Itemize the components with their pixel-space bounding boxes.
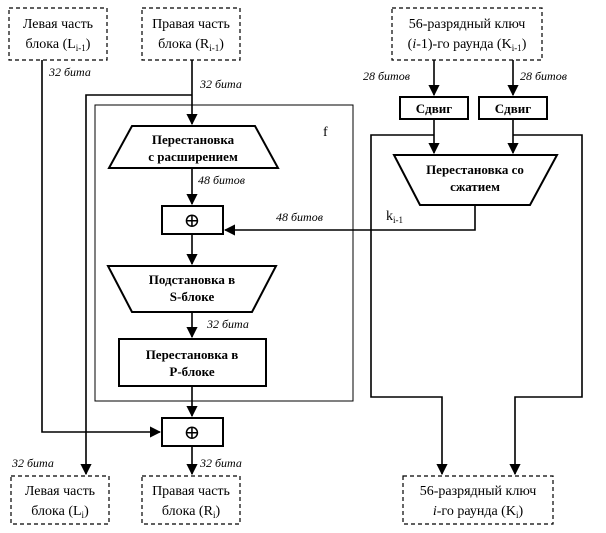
input-left-block: Левая часть блока (Li-1): [8, 7, 108, 61]
bits-right-in: 32 бита: [199, 77, 242, 91]
shift-left-label: Сдвиг: [416, 101, 452, 116]
arrow-right-to-left-output: [80, 94, 192, 476]
xor-output-block: ⊕: [161, 417, 224, 447]
expansion-line1: Перестановка: [152, 132, 235, 147]
function-f-label: f: [323, 125, 328, 140]
input-right-line2: блока (Ri-1): [158, 37, 224, 53]
expansion-permutation-block: Перестановка с расширением: [107, 125, 280, 169]
arrow-shift-right-to-key-output: [509, 134, 583, 476]
output-key-line1: 56-разрядный ключ: [420, 484, 537, 499]
input-right-line1: Правая часть: [152, 17, 230, 32]
input-right-block: Правая часть блока (Ri-1): [141, 7, 241, 61]
pbox-line1: Перестановка в: [146, 347, 239, 362]
pbox-line2: P-блоке: [169, 364, 214, 379]
sbox-line1: Подстановка в: [149, 272, 235, 287]
output-left-block: Левая часть блока (Li): [10, 475, 110, 525]
compression-permutation-block: Перестановка со сжатием: [392, 154, 559, 206]
function-f-frame: [94, 104, 354, 402]
output-right-block: Правая часть блока (Ri): [141, 475, 241, 525]
sbox-line2: S-блоке: [170, 289, 215, 304]
bits-after-expansion: 48 битов: [198, 173, 245, 187]
output-right-line2: блока (Ri): [162, 504, 221, 520]
output-key-block: 56-разрядный ключ i-го раунда (Ki): [402, 475, 554, 525]
bits-key-left: 28 битов: [363, 69, 410, 83]
xor-f-block: ⊕: [161, 205, 224, 235]
pbox-permutation-block: Перестановка в P-блоке: [118, 338, 267, 387]
xor-f-symbol: ⊕: [184, 210, 201, 232]
input-left-line2: блока (Li-1): [26, 37, 91, 53]
input-key-block: 56-разрядный ключ (i-1)-го раунда (Ki-1): [391, 7, 543, 61]
round-key-label: ki-1: [386, 209, 403, 225]
input-key-line1: 56-разрядный ключ: [409, 17, 526, 32]
bits-left-in: 32 бита: [48, 65, 91, 79]
compression-line2: сжатием: [450, 179, 500, 194]
shift-right-label: Сдвиг: [495, 101, 531, 116]
output-left-line1: Левая часть: [25, 484, 95, 499]
arrow-shift-left-to-key-output: [370, 134, 448, 476]
bits-key-right: 28 битов: [520, 69, 567, 83]
output-right-line1: Правая часть: [152, 484, 230, 499]
bits-key-48: 48 битов: [276, 210, 323, 224]
shift-right-block: Сдвиг: [478, 96, 548, 120]
shift-left-block: Сдвиг: [399, 96, 469, 120]
arrow-left-to-xor: [41, 60, 162, 438]
bits-after-sbox: 32 бита: [206, 317, 249, 331]
output-left-line2: блока (Li): [31, 504, 89, 520]
output-key-line2: i-го раунда (Ki): [433, 504, 524, 520]
input-left-line1: Левая часть: [23, 17, 93, 32]
compression-line1: Перестановка со: [426, 162, 524, 177]
input-key-line2: (i-1)-го раунда (Ki-1): [408, 37, 527, 53]
xor-output-symbol: ⊕: [184, 422, 201, 444]
bits-out-right: 32 бита: [199, 456, 242, 470]
expansion-line2: с расширением: [148, 149, 238, 164]
sbox-substitution-block: Подстановка в S-блоке: [106, 265, 278, 313]
bits-out-left: 32 бита: [11, 456, 54, 470]
arrow-roundkey-to-xor: [223, 205, 476, 236]
